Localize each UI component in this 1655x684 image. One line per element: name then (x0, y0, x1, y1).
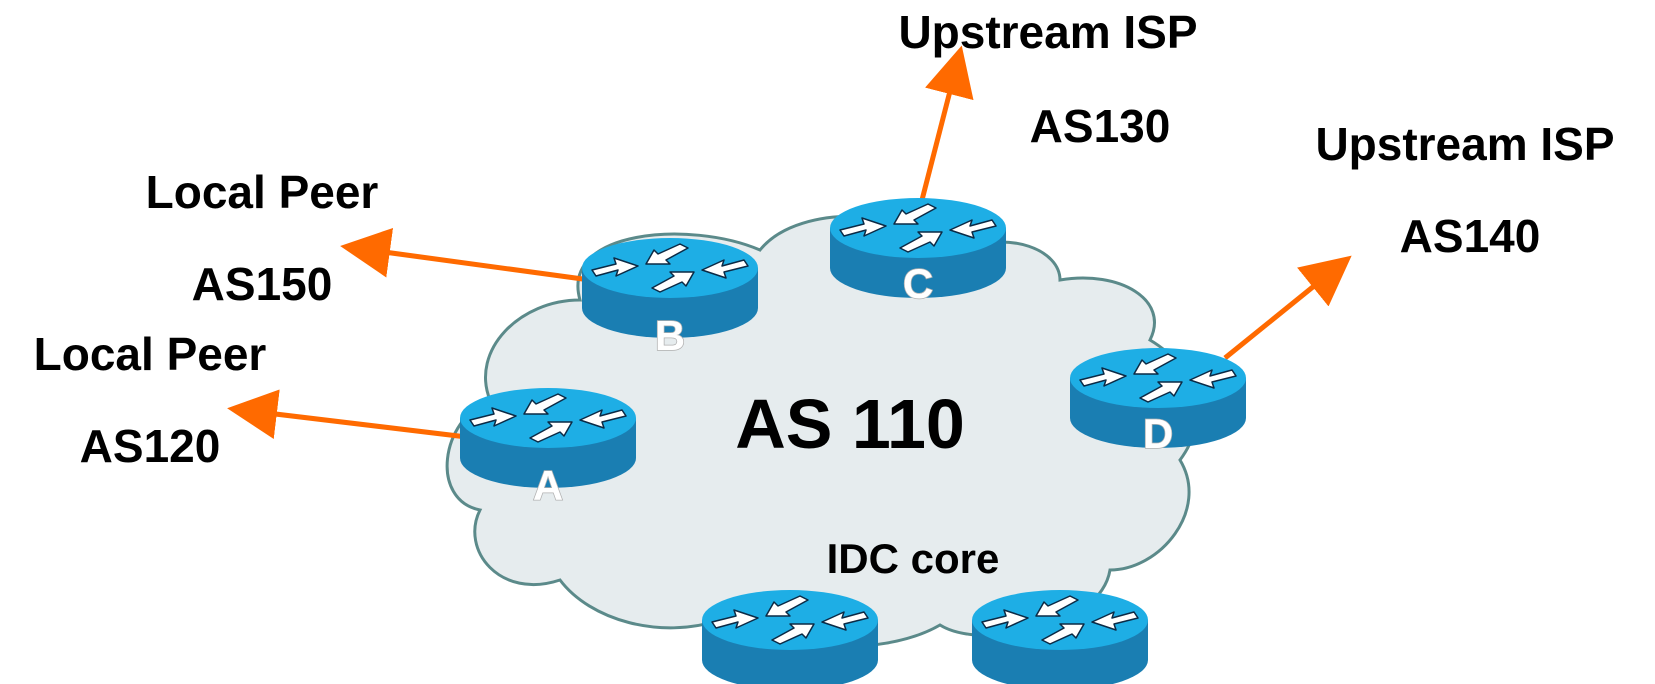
as110-label: AS 110 (735, 385, 965, 463)
peer-c-name: Upstream ISP (898, 6, 1197, 58)
peer-d-as: AS140 (1400, 210, 1541, 262)
router-d-label: D (1143, 410, 1173, 457)
router-c: C (829, 197, 1007, 308)
router-icon (701, 589, 879, 684)
peer-a-as: AS120 (80, 420, 221, 472)
peer-c-as: AS130 (1030, 100, 1171, 152)
link-router-b (340, 227, 591, 283)
link-router-c (919, 45, 974, 201)
peer-b-as: AS150 (192, 258, 333, 310)
link-router-d (1223, 255, 1352, 360)
peer-a-name: Local Peer (34, 328, 267, 380)
router-a: A (459, 387, 637, 510)
router-d: D (1069, 347, 1247, 458)
peer-d-name: Upstream ISP (1315, 118, 1614, 170)
idc-core-label: IDC core (827, 535, 1000, 582)
peer-b-name: Local Peer (146, 166, 379, 218)
link-router-a (227, 389, 476, 441)
router-icon (971, 589, 1149, 684)
router-a-label: A (533, 462, 563, 509)
router-c-label: C (903, 260, 933, 307)
router-b: B (581, 237, 759, 360)
router-core-1 (701, 589, 879, 684)
router-core-2 (971, 589, 1149, 684)
router-b-label: B (655, 312, 685, 359)
